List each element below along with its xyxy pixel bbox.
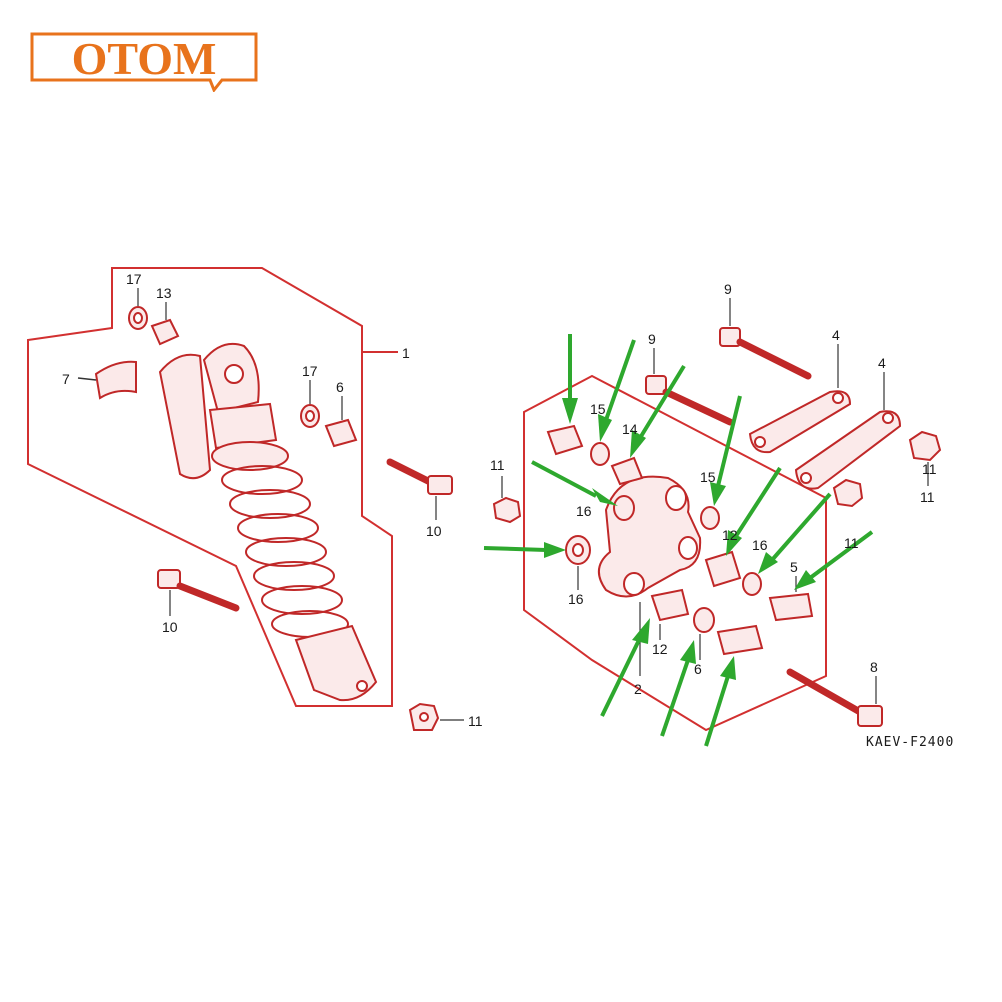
callout-4b: 4 [878, 355, 886, 371]
arrow-5 [483, 546, 547, 552]
logo-text: OTOM [72, 33, 217, 84]
rubber-piece [77, 360, 137, 400]
arrow-8 [770, 492, 832, 562]
arrow-9 [808, 530, 874, 580]
callout-8: 8 [870, 659, 878, 675]
callout-12a: 12 [722, 527, 738, 543]
callout-4a: 4 [832, 327, 840, 343]
callout-10b: 10 [162, 619, 178, 635]
arrow-10 [600, 637, 642, 717]
arrow-3 [638, 364, 686, 440]
arrow-6 [716, 395, 742, 487]
callout-17a: 17 [126, 271, 142, 287]
callout-6: 6 [336, 379, 344, 395]
callout-11a: 11 [468, 713, 483, 729]
otom-logo: OTOM [26, 26, 262, 93]
callout-11b: 11 [920, 489, 935, 505]
callout-9b: 9 [648, 331, 656, 347]
arrow-4 [531, 460, 597, 498]
callout-9a: 9 [724, 281, 732, 297]
otom-logo-mark: OTOM [30, 32, 258, 93]
callout-6b: 6 [694, 661, 702, 677]
callout-1: 1 [402, 345, 410, 361]
arrow-12 [704, 675, 730, 747]
callout-14: 14 [622, 421, 638, 437]
callout-15a: 15 [590, 401, 606, 417]
callout-13: 13 [156, 285, 172, 301]
callout-5: 5 [790, 559, 798, 575]
arrow-2 [604, 339, 636, 421]
callout-16a: 16 [576, 503, 592, 519]
callout-16c: 16 [568, 591, 584, 607]
shock-absorber [158, 342, 378, 702]
linkage-parts [492, 327, 942, 727]
callout-17b: 17 [302, 363, 318, 379]
callout-11e: 11 [922, 461, 937, 477]
shock-small-parts [128, 306, 453, 731]
shock-group-frame [27, 267, 398, 707]
diagram-code: KAEV-F2400 [866, 735, 954, 750]
highlight-arrows [483, 334, 874, 747]
callout-2: 2 [634, 681, 642, 697]
leader-lines [137, 288, 929, 721]
callout-10a: 10 [426, 523, 442, 539]
callout-11c: 11 [490, 457, 505, 473]
callout-labels: 17 13 7 1 17 6 10 10 11 9 9 4 4 11 11 15… [62, 271, 937, 729]
arrow-11 [660, 659, 690, 737]
callout-7: 7 [62, 371, 70, 387]
arrow-7 [734, 466, 782, 538]
callout-12b: 12 [652, 641, 668, 657]
callout-11d: 11 [844, 535, 859, 551]
callout-15b: 15 [700, 469, 716, 485]
linkage-group-frame [523, 374, 827, 732]
callout-16b: 16 [752, 537, 768, 553]
